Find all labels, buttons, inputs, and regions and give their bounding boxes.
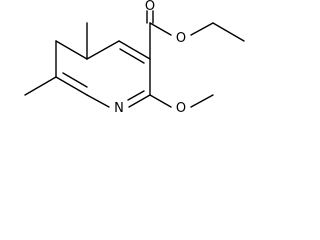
ester-bond-carbonyl-oxygen [149,22,172,36]
methyl-bond-left [24,76,57,96]
ester-oxygen-label: O [176,31,186,46]
methoxy-bond-ring-oxygen [149,94,172,108]
ethyl-bond-ch2-ch3 [212,22,245,42]
ring-bond-c6-c5 [55,76,88,96]
ring-bond-c4-c3 [86,40,120,60]
ring-bond-n-c6 [86,94,110,108]
ring-bond-c3-c2-inner [119,48,145,64]
methoxy-oxygen-label: O [176,101,186,116]
ring-bond-c1-n-inner [127,90,145,101]
ring-nitrogen-label: N [114,101,124,116]
carbonyl-oxygen-label: O [145,0,155,14]
structure-diagram: N O O O [24,0,245,116]
methoxy-bond-oxygen-methyl [190,94,214,108]
ring-bond-c6-c5-inner [62,72,88,88]
ring-bond-c3-c2 [118,40,151,60]
ring-bond-c1-n [128,94,151,108]
ring-bond-c5-c4 [55,40,88,60]
ethyl-bond-oxygen-ch2 [190,22,214,36]
